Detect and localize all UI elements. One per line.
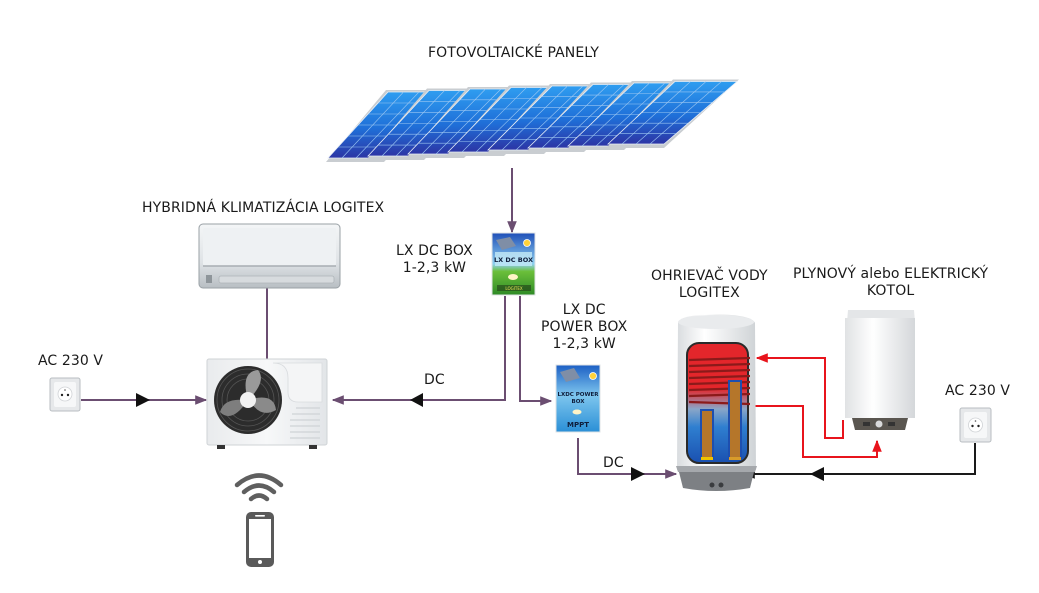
heating-coil [688,356,751,406]
label-power-box-line1: LX DC [562,302,606,318]
label-ac-right: AC 230 V [945,383,1011,399]
solar-panel [606,79,739,148]
boiler [845,310,915,430]
wall-socket-left [49,377,81,412]
label-dc-right: DC [603,455,624,471]
dc-flow-arrow-left [410,393,423,407]
line-dcbox-to-outdoor [331,296,506,405]
label-water-heater-line2: LOGITEX [678,285,740,301]
ac-flow-arrow-right [810,467,824,481]
label-water-heater-line1: OHRIEVAČ VODY [651,268,768,284]
outdoor-ac-unit [206,358,328,449]
dc-box: LX DC BOX LOGITEX [491,232,536,296]
label-hybrid-ac: HYBRIDNÁ KLIMATIZÁCIA LOGITEX [142,200,385,216]
solar-panel-array [326,79,739,162]
label-dc-left: DC [424,372,445,388]
dc-box-brand-text: LOGITEX [505,286,522,291]
label-power-box-line3: 1-2,3 kW [552,336,616,352]
wall-socket-right [959,407,992,443]
power-box: LXDC POWER BOX MPPT [555,364,601,433]
label-dc-box-line1: LX DC BOX [396,243,473,259]
label-dc-box-line2: 1-2,3 kW [402,260,467,276]
power-box-face-text-2: BOX [572,399,586,405]
dc-flow-arrow-right [631,467,645,481]
heating-line-upper [755,353,844,439]
label-water-heater: OHRIEVAČ VODY LOGITEX [651,268,768,302]
heating-line-lower [745,405,882,458]
power-box-face-text-1: LXDC POWER [557,392,599,398]
line-dcbox-to-powerbox [519,296,553,406]
power-box-mppt-text: MPPT [567,421,589,429]
label-dc-box: LX DC BOX 1-2,3 kW [396,243,473,277]
label-boiler: PLYNOVÝ alebo ELEKTRICKÝ KOTOL [793,266,988,300]
label-power-box-line2: POWER BOX [541,319,628,335]
label-ac-left: AC 230 V [38,353,104,369]
smartphone-icon [246,512,274,567]
label-boiler-line2: KOTOL [866,283,915,299]
label-pv-panels: FOTOVOLTAICKÉ PANELY [428,45,599,61]
indoor-ac-unit [198,223,341,289]
water-heater-tank [676,314,757,491]
label-power-box: LX DC POWER BOX 1-2,3 kW [541,302,627,353]
dc-box-face-text: LX DC BOX [494,256,533,264]
line-socket-to-heater [742,443,976,479]
label-boiler-line1: PLYNOVÝ alebo ELEKTRICKÝ [793,266,989,282]
ac-flow-arrow-left [136,393,150,407]
connection-lines [81,168,976,481]
wifi-icon [234,473,284,502]
line-powerbox-to-heater [577,438,678,479]
